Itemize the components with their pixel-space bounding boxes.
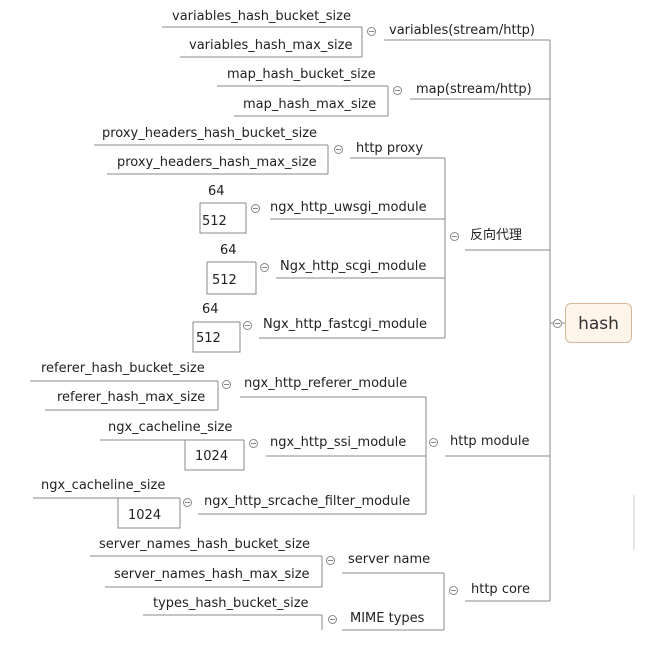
node-http-module[interactable]: http module (450, 434, 530, 449)
node-ssi[interactable]: ngx_http_ssi_module (270, 435, 407, 450)
leaf-referer-bucket[interactable]: referer_hash_bucket_size (41, 361, 205, 376)
node-server-name[interactable]: server name (348, 552, 431, 567)
node-variables[interactable]: variables(stream/http) (389, 23, 535, 38)
collapse-http-proxy-icon[interactable] (334, 145, 343, 154)
leaf-scgi-512[interactable]: 512 (212, 273, 237, 288)
collapse-variables-icon[interactable] (367, 27, 376, 36)
root-label: hash (578, 314, 619, 334)
collapse-scgi-icon[interactable] (260, 263, 269, 272)
leaf-scgi-64[interactable]: 64 (220, 243, 237, 258)
leaf-fastcgi-64[interactable]: 64 (202, 302, 219, 317)
leaf-ssi-1024[interactable]: 1024 (195, 449, 229, 464)
leaf-proxy-max[interactable]: proxy_headers_hash_max_size (117, 155, 317, 170)
collapse-map-icon[interactable] (393, 86, 402, 95)
collapse-root-icon[interactable] (553, 319, 562, 328)
collapse-reverse-proxy-icon[interactable] (450, 232, 459, 241)
leaf-ssi-cacheline[interactable]: ngx_cacheline_size (108, 420, 233, 435)
leaf-server-max[interactable]: server_names_hash_max_size (114, 567, 310, 582)
leaf-srcache-cacheline[interactable]: ngx_cacheline_size (41, 478, 166, 493)
node-http-core[interactable]: http core (471, 582, 530, 597)
node-srcache[interactable]: ngx_http_srcache_filter_module (204, 494, 411, 509)
leaf-variables-bucket[interactable]: variables_hash_bucket_size (172, 9, 351, 24)
leaf-map-bucket[interactable]: map_hash_bucket_size (227, 67, 376, 82)
collapse-referer-icon[interactable] (222, 380, 231, 389)
node-scgi[interactable]: Ngx_http_scgi_module (280, 259, 427, 274)
node-uwsgi[interactable]: ngx_http_uwsgi_module (270, 200, 427, 215)
leaf-srcache-1024[interactable]: 1024 (128, 508, 162, 523)
leaf-referer-max[interactable]: referer_hash_max_size (57, 390, 206, 405)
collapse-http-module-icon[interactable] (429, 438, 438, 447)
leaf-server-bucket[interactable]: server_names_hash_bucket_size (99, 537, 311, 552)
collapse-uwsgi-icon[interactable] (251, 204, 260, 213)
root-node-hash[interactable]: hash (565, 303, 632, 343)
leaf-map-max[interactable]: map_hash_max_size (243, 97, 377, 112)
collapse-ssi-icon[interactable] (249, 439, 258, 448)
leaf-types-bucket[interactable]: types_hash_bucket_size (153, 596, 309, 611)
node-fastcgi[interactable]: Ngx_http_fastcgi_module (263, 317, 427, 332)
leaf-proxy-bucket[interactable]: proxy_headers_hash_bucket_size (102, 126, 318, 141)
node-mime-types[interactable]: MIME types (350, 611, 425, 626)
leaf-variables-max[interactable]: variables_hash_max_size (189, 38, 353, 53)
leaf-uwsgi-512[interactable]: 512 (202, 214, 227, 229)
collapse-http-core-icon[interactable] (449, 586, 458, 595)
node-map[interactable]: map(stream/http) (416, 82, 532, 97)
collapse-server-name-icon[interactable] (326, 556, 335, 565)
leaf-uwsgi-64[interactable]: 64 (208, 184, 225, 199)
leaf-fastcgi-512[interactable]: 512 (196, 331, 221, 346)
node-reverse-proxy[interactable]: 反向代理 (470, 228, 523, 243)
collapse-fastcgi-icon[interactable] (243, 321, 252, 330)
node-referer[interactable]: ngx_http_referer_module (244, 376, 408, 391)
node-http-proxy[interactable]: http proxy (356, 141, 424, 156)
collapse-mime-icon[interactable] (328, 615, 337, 624)
collapse-srcache-icon[interactable] (183, 498, 192, 507)
